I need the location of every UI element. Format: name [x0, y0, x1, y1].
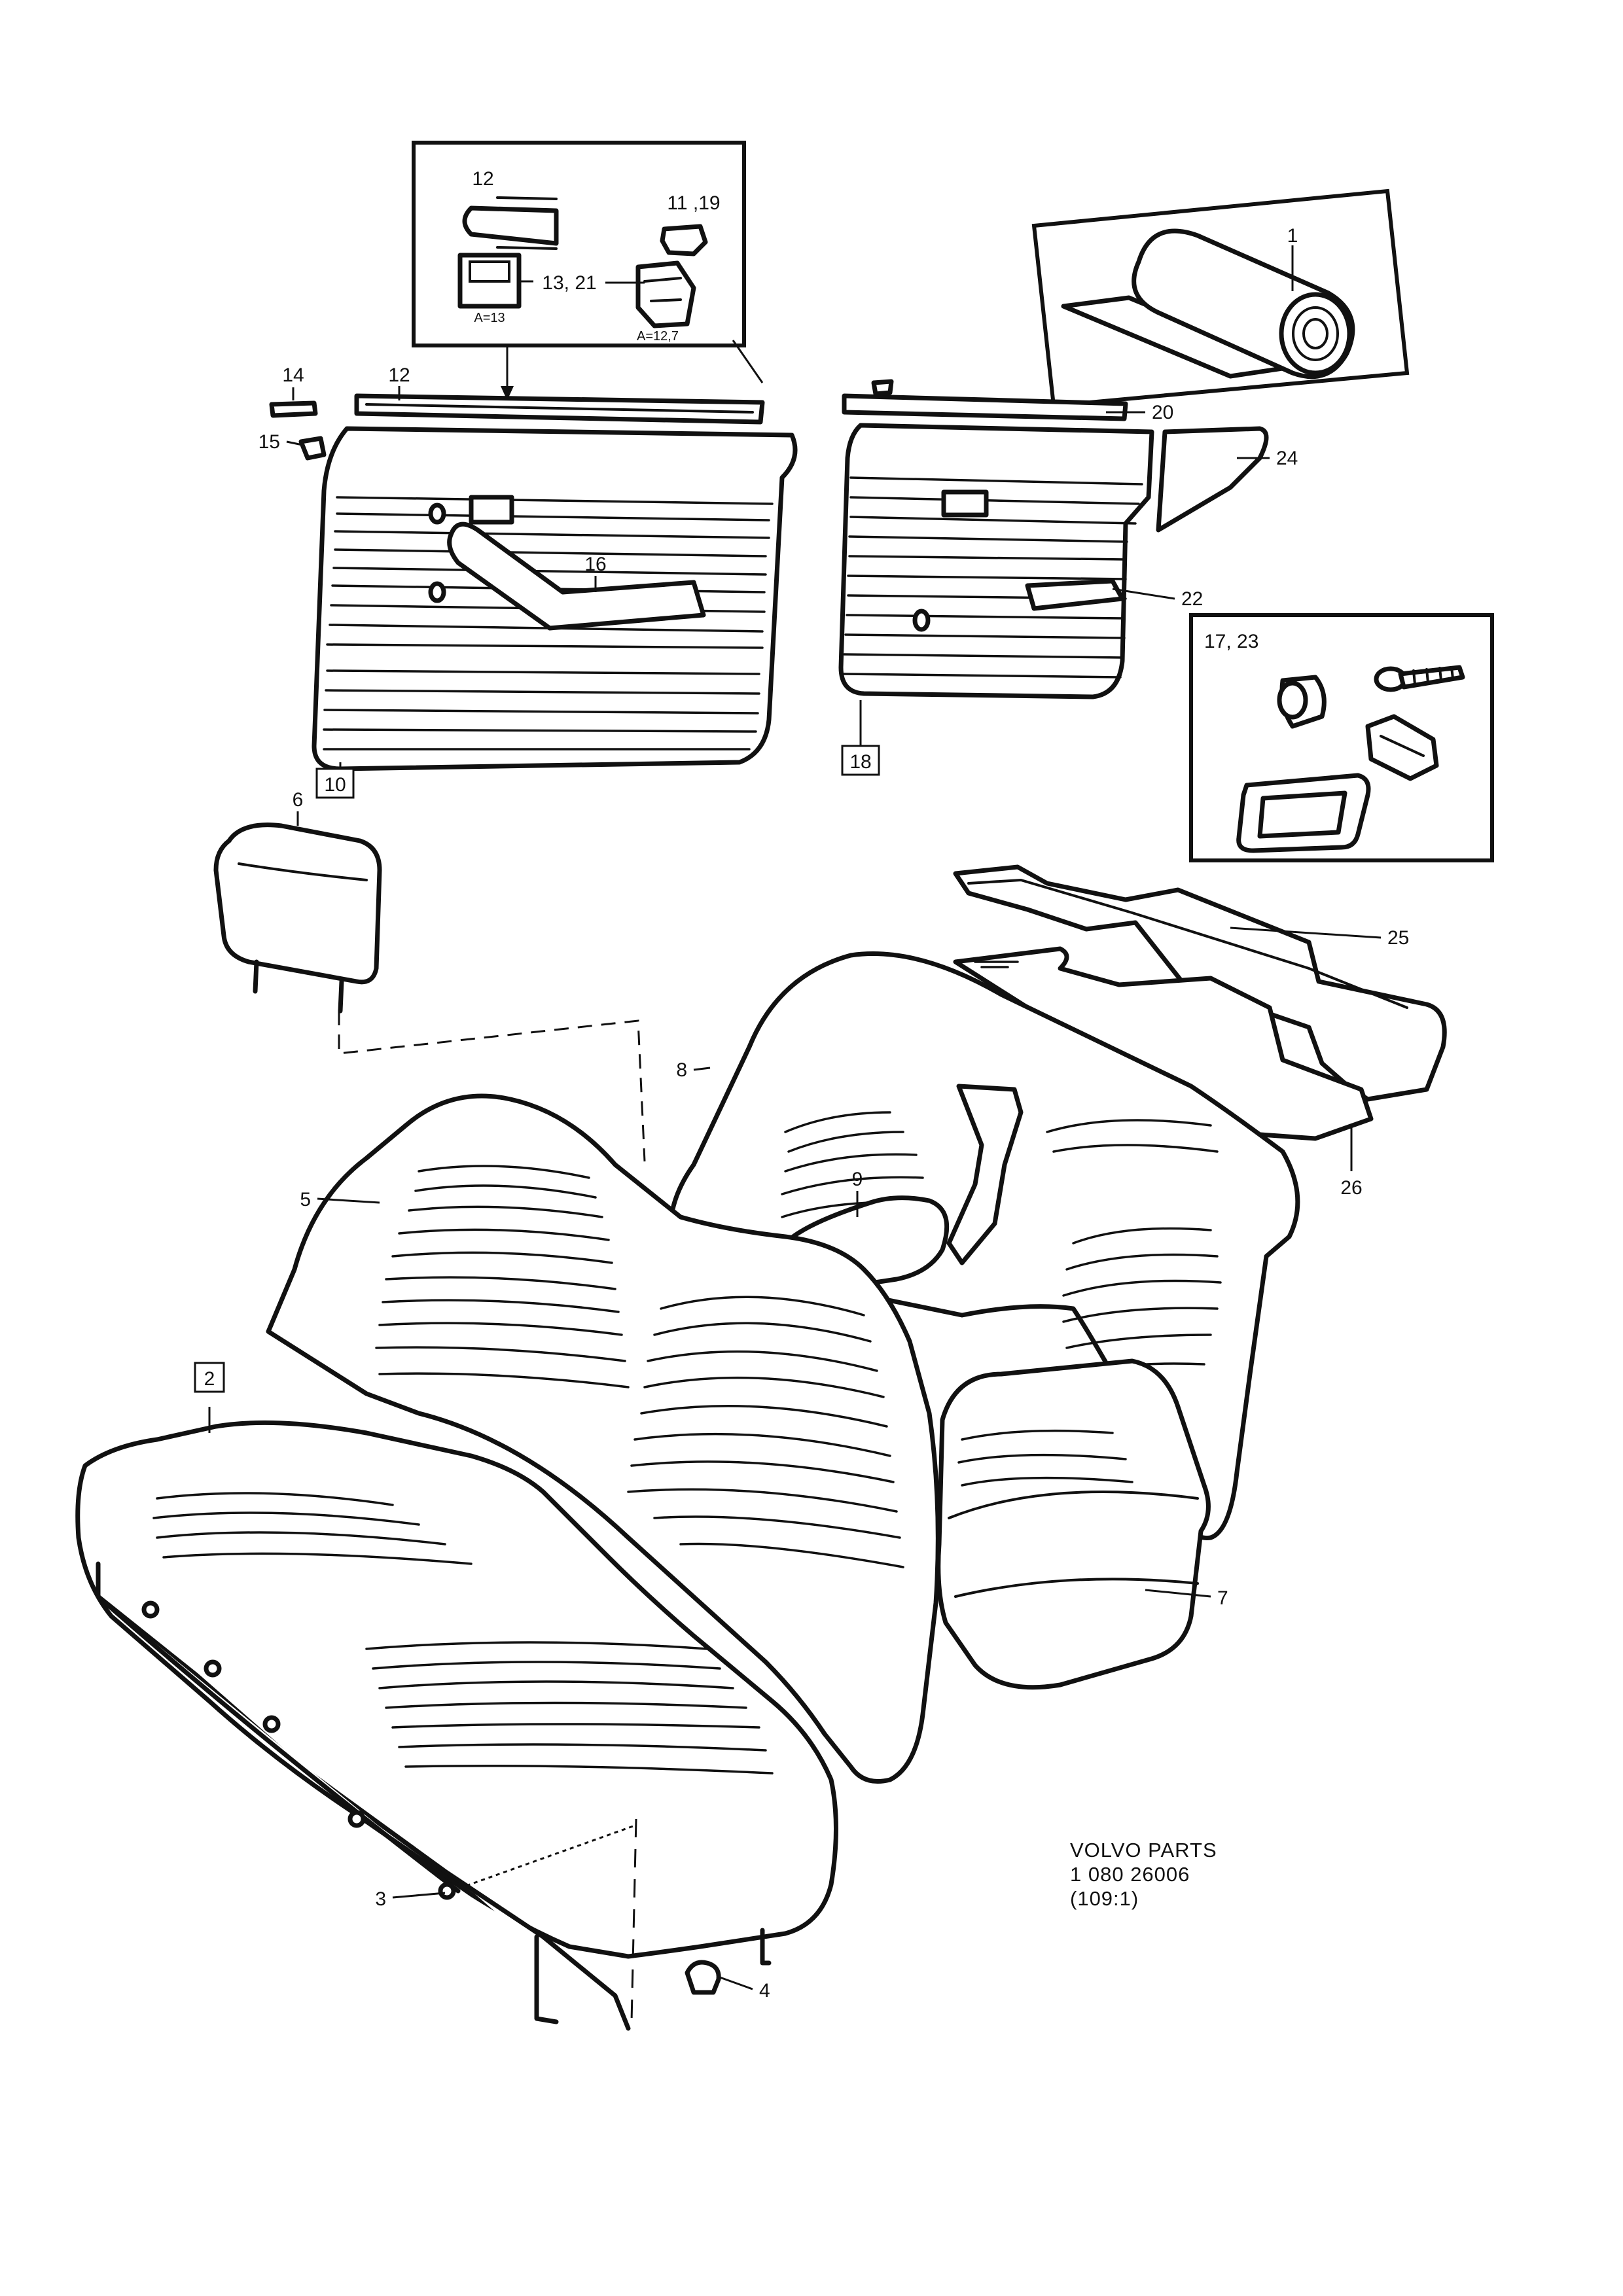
headrest: [213, 822, 646, 1162]
label-1: 1: [1287, 225, 1298, 247]
rear-shelf: [953, 864, 1447, 1141]
box-label-2: [194, 1362, 225, 1393]
callout-labels: 1 2 3 4 5 6 7 8 9 10 11 ,19 12 12 13, 21…: [194, 168, 1409, 2002]
front-backrest: [266, 1093, 940, 1784]
label-3: 3: [375, 1888, 386, 1910]
box-label-18: [841, 745, 880, 776]
label-12: 12: [388, 364, 410, 386]
leader-lines: [208, 340, 1382, 1990]
caption-block: VOLVO PARTS 1 080 26006 (109:1): [1070, 1839, 1217, 1910]
label-26: 26: [1340, 1177, 1362, 1199]
label-22: 22: [1181, 588, 1203, 610]
rear-door-panel: [838, 379, 1269, 699]
label-15: 15: [259, 431, 280, 453]
label-4: 4: [759, 1980, 770, 2002]
label-14: 14: [282, 364, 304, 386]
box-label-10: [315, 768, 355, 799]
label-11-19: 11 ,19: [667, 192, 720, 214]
inset-insulation-panel: [1031, 188, 1410, 408]
label-7: 7: [1217, 1587, 1228, 1609]
label-13-21: 13, 21: [542, 272, 596, 294]
label-10: 10: [324, 774, 346, 796]
clip-dimension-note: A=13: [474, 311, 505, 325]
label-16: 16: [584, 554, 606, 575]
label-8: 8: [676, 1059, 687, 1081]
caption-line-3: (109:1): [1070, 1887, 1139, 1910]
clip-alt-dimension-note: A=12,7: [637, 329, 679, 344]
front-door-panel: [269, 393, 798, 771]
label-12-inset: 12: [472, 168, 493, 190]
inset-clips-panel: [412, 141, 746, 347]
label-20: 20: [1152, 402, 1173, 423]
rear-cushion: [936, 1358, 1211, 1690]
label-5: 5: [300, 1189, 311, 1210]
front-cushion: [75, 1420, 838, 2031]
label-17-23: 17, 23: [1204, 631, 1258, 652]
caption-line-2: 1 080 26006: [1070, 1863, 1190, 1886]
label-6: 6: [293, 789, 304, 811]
label-25: 25: [1387, 927, 1409, 949]
label-24: 24: [1276, 448, 1298, 469]
caption-line-1: VOLVO PARTS: [1070, 1839, 1217, 1862]
label-2: 2: [204, 1368, 215, 1390]
inset-fasteners-panel: [1189, 613, 1494, 862]
label-9: 9: [852, 1169, 863, 1190]
label-18: 18: [849, 751, 871, 773]
